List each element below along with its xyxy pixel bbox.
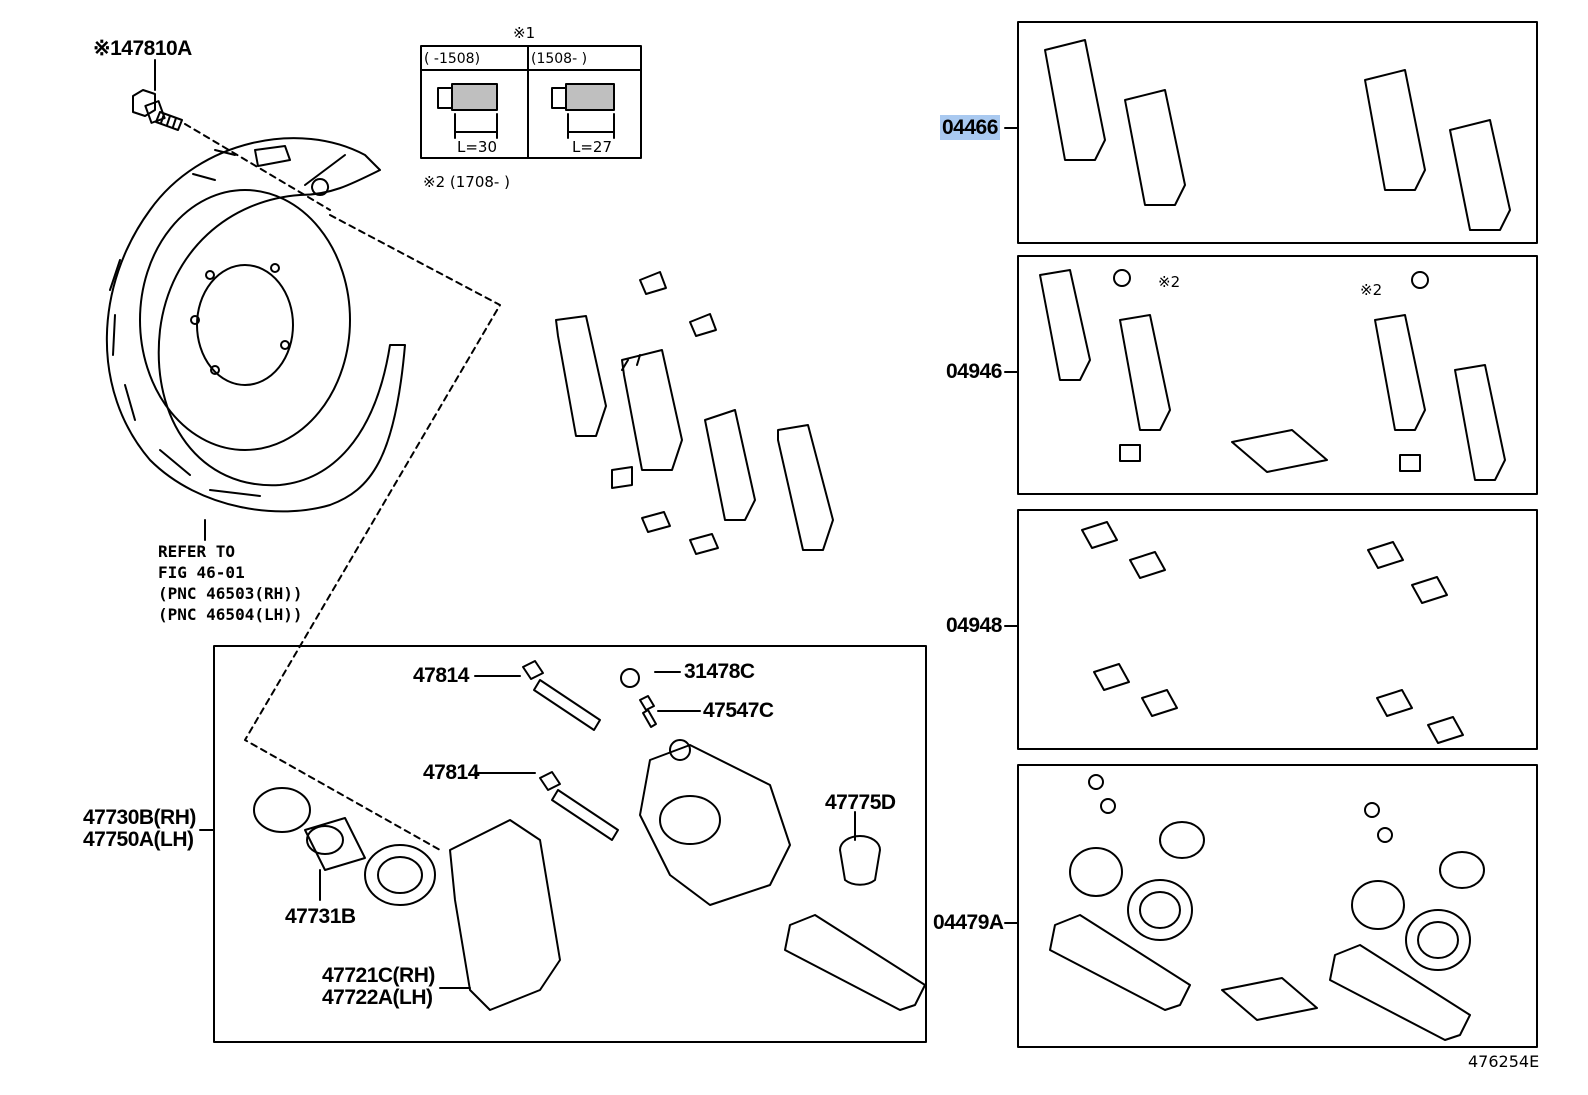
refer-line-4: (PNC 46504(LH)) — [158, 605, 303, 624]
label-04948[interactable]: 04948 — [946, 614, 1002, 637]
label-47721c-rh[interactable]: 47721C(RH) — [322, 964, 435, 987]
note1-table-drawing — [420, 45, 642, 159]
star2-left: ※2 — [1158, 273, 1181, 291]
note1-len1: L=30 — [457, 138, 498, 156]
label-47722a-lh[interactable]: 47722A(LH) — [322, 986, 433, 1009]
dust-shield-drawing — [105, 137, 406, 541]
figure-id: 476254E — [1468, 1052, 1540, 1071]
label-47750a-lh[interactable]: 47750A(LH) — [83, 828, 194, 851]
note2: ※2 (1708- ) — [423, 173, 510, 191]
note1-col1: ( -1508) — [424, 51, 481, 67]
bolt-47810a-drawing — [132, 59, 331, 211]
label-47814-bottom[interactable]: 47814 — [423, 761, 479, 784]
caliper-parts-drawing — [199, 660, 926, 1011]
label-04466[interactable]: 04466 — [940, 115, 1000, 140]
box-04948-clips — [1081, 521, 1464, 744]
note1-len2: L=27 — [572, 138, 613, 156]
label-31478c[interactable]: 31478C — [684, 660, 755, 683]
refer-line-2: FIG 46-01 — [158, 563, 245, 582]
center-pads-drawing — [555, 271, 834, 555]
label-04479a[interactable]: 04479A — [933, 911, 1004, 934]
label-47547c[interactable]: 47547C — [703, 699, 774, 722]
refer-line-1: REFER TO — [158, 542, 236, 561]
label-47814-top[interactable]: 47814 — [413, 664, 469, 687]
label-04946[interactable]: 04946 — [946, 360, 1002, 383]
note1-mark: ※1 — [513, 24, 536, 42]
box-04466-pads — [1044, 39, 1511, 231]
label-04466-text[interactable]: 04466 — [940, 115, 1000, 140]
label-47775d[interactable]: 47775D — [825, 791, 896, 814]
star2-right: ※2 — [1360, 281, 1383, 299]
label-47810a[interactable]: ※147810A — [93, 37, 192, 60]
label-47731b[interactable]: 47731B — [285, 905, 356, 928]
refer-line-3: (PNC 46503(RH)) — [158, 584, 303, 603]
box-04479a-kit — [1049, 774, 1485, 1041]
box-04946-parts — [1039, 269, 1506, 481]
note1-col2: (1508- ) — [531, 51, 588, 67]
label-47730b-rh[interactable]: 47730B(RH) — [83, 806, 196, 829]
